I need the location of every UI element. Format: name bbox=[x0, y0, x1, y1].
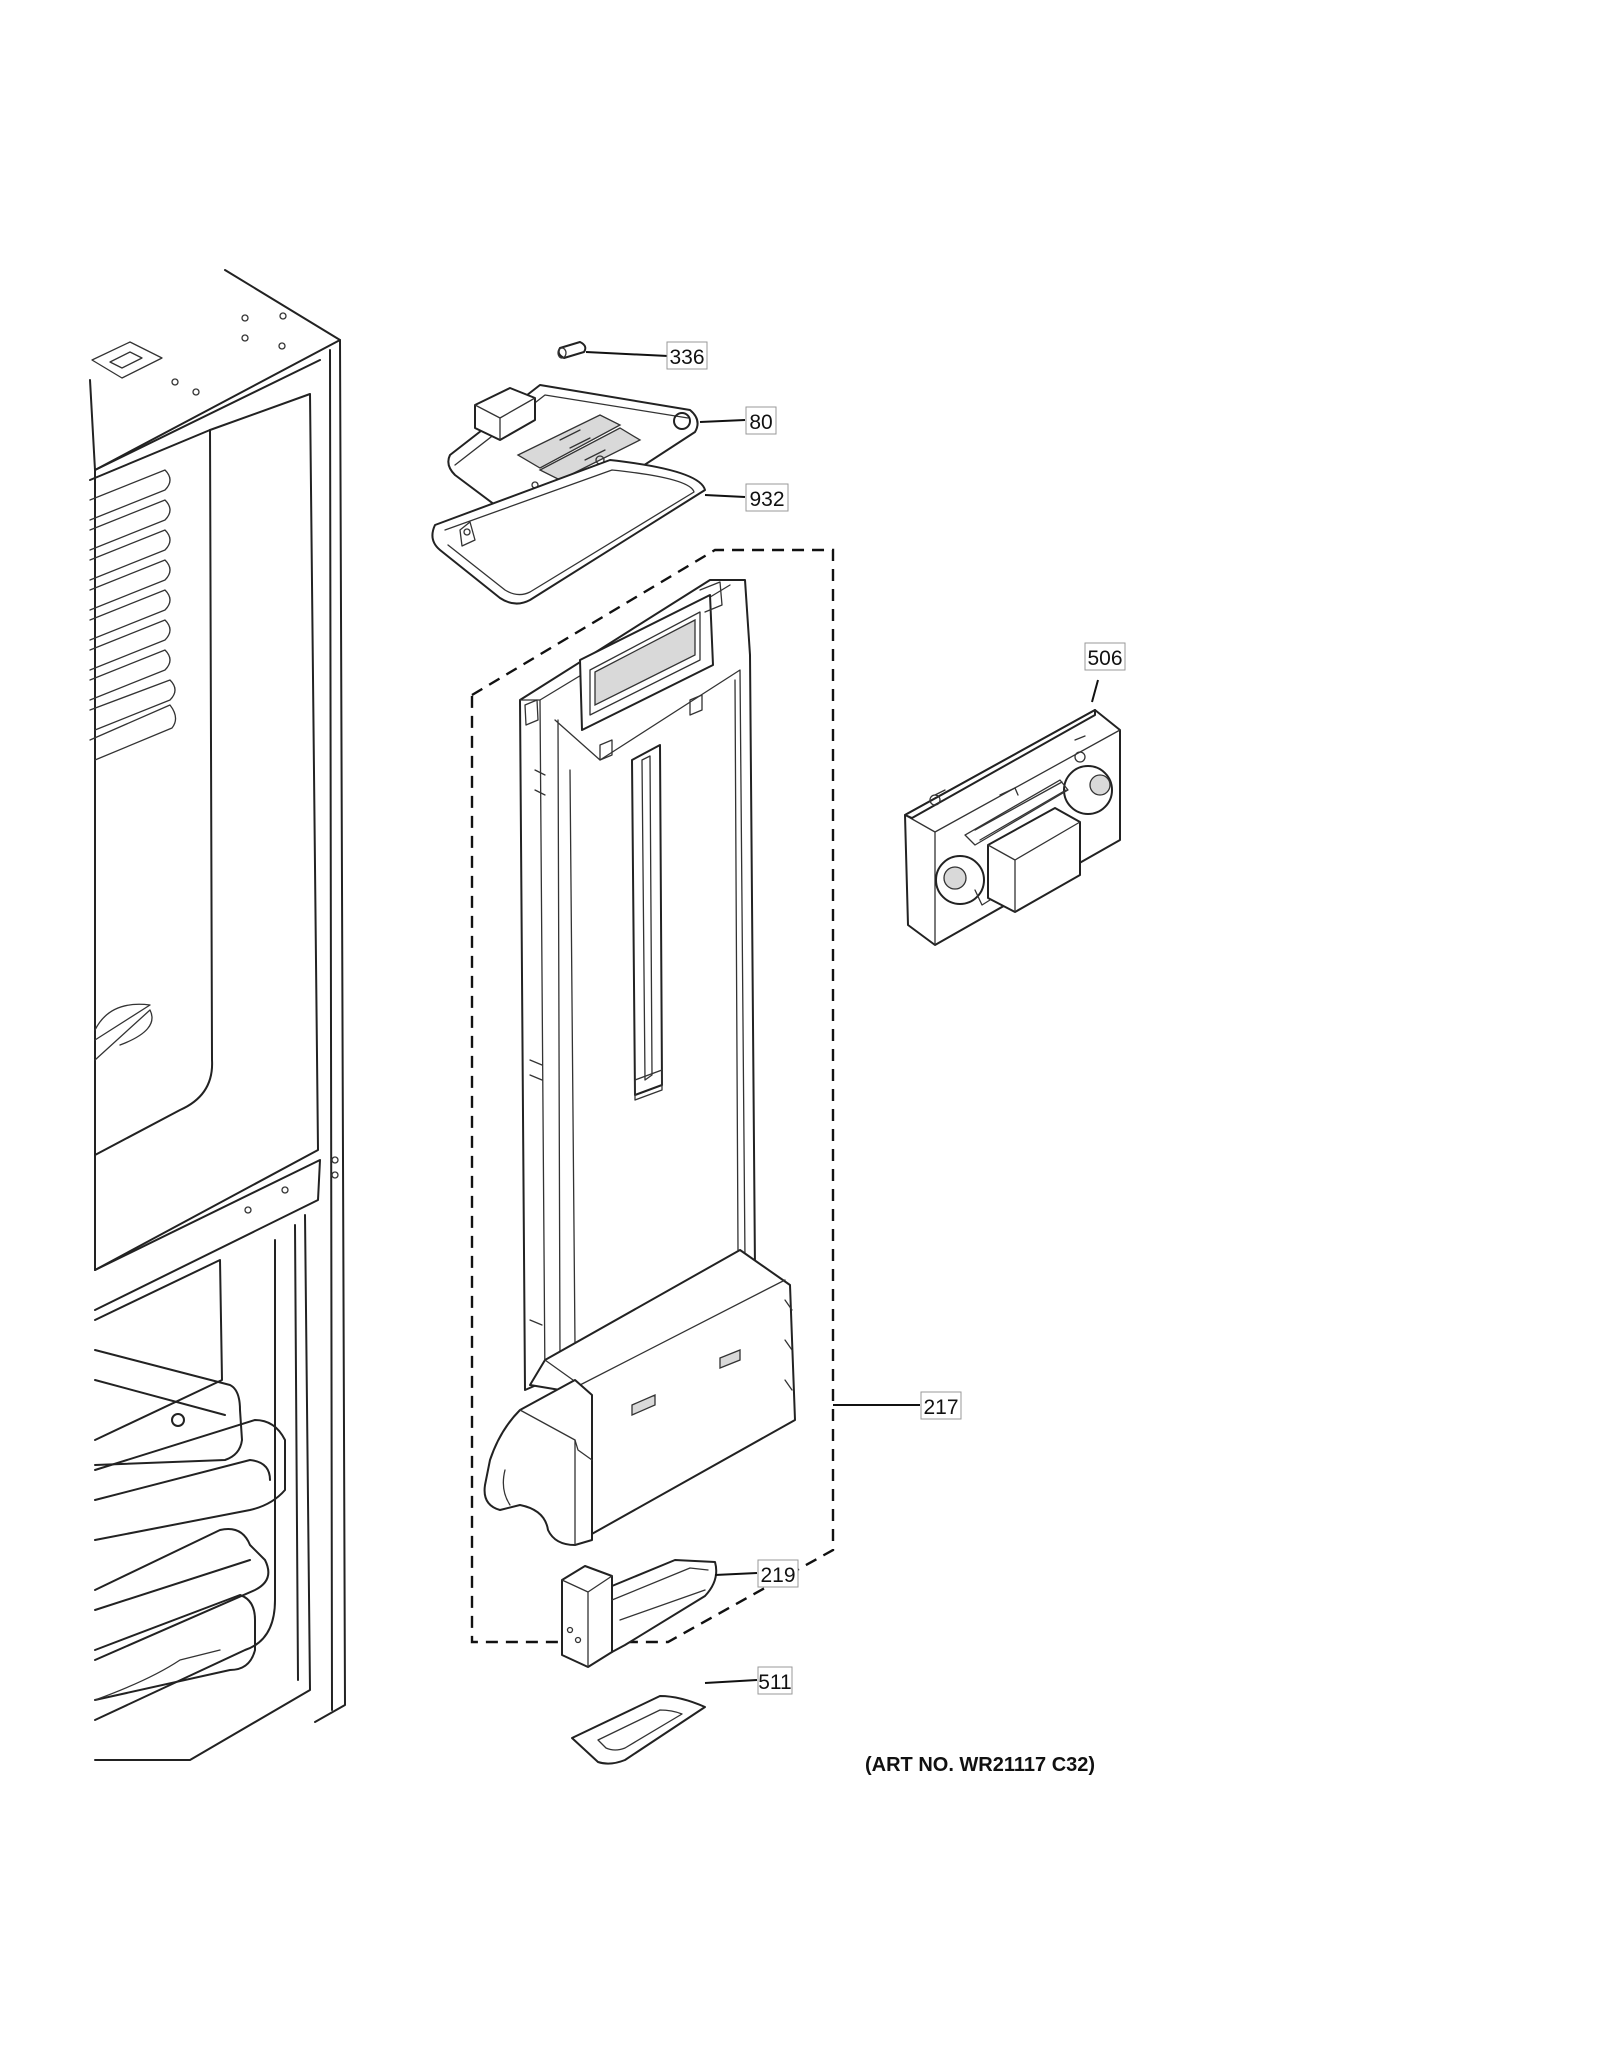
svg-text:932: 932 bbox=[749, 488, 784, 511]
svg-text:217: 217 bbox=[923, 1396, 958, 1419]
callout-506: 506 bbox=[1084, 642, 1126, 671]
part-932-cover bbox=[431, 459, 706, 605]
callout-511: 511 bbox=[757, 1666, 793, 1695]
part-217-housing-assembly bbox=[470, 548, 835, 1644]
svg-text:80: 80 bbox=[749, 411, 772, 434]
art-number: (ART NO. WR21117 C32) bbox=[865, 1754, 1095, 1776]
callout-336: 336 bbox=[666, 341, 708, 370]
part-336-pin bbox=[557, 341, 587, 359]
callout-217: 217 bbox=[920, 1391, 962, 1420]
callout-80: 80 bbox=[745, 406, 777, 435]
part-511-gasket bbox=[571, 1695, 706, 1765]
svg-text:336: 336 bbox=[669, 346, 704, 369]
svg-text:219: 219 bbox=[760, 1564, 795, 1587]
part-506-control-board bbox=[904, 709, 1121, 946]
refrigerator-cabinet bbox=[89, 269, 346, 1761]
svg-text:511: 511 bbox=[758, 1671, 791, 1694]
leader-lines bbox=[585, 351, 1099, 1684]
callout-932: 932 bbox=[745, 483, 789, 512]
svg-text:506: 506 bbox=[1087, 647, 1122, 670]
part-80-housing bbox=[447, 384, 699, 526]
callout-219: 219 bbox=[757, 1559, 799, 1588]
part-219-duct bbox=[561, 1559, 718, 1668]
